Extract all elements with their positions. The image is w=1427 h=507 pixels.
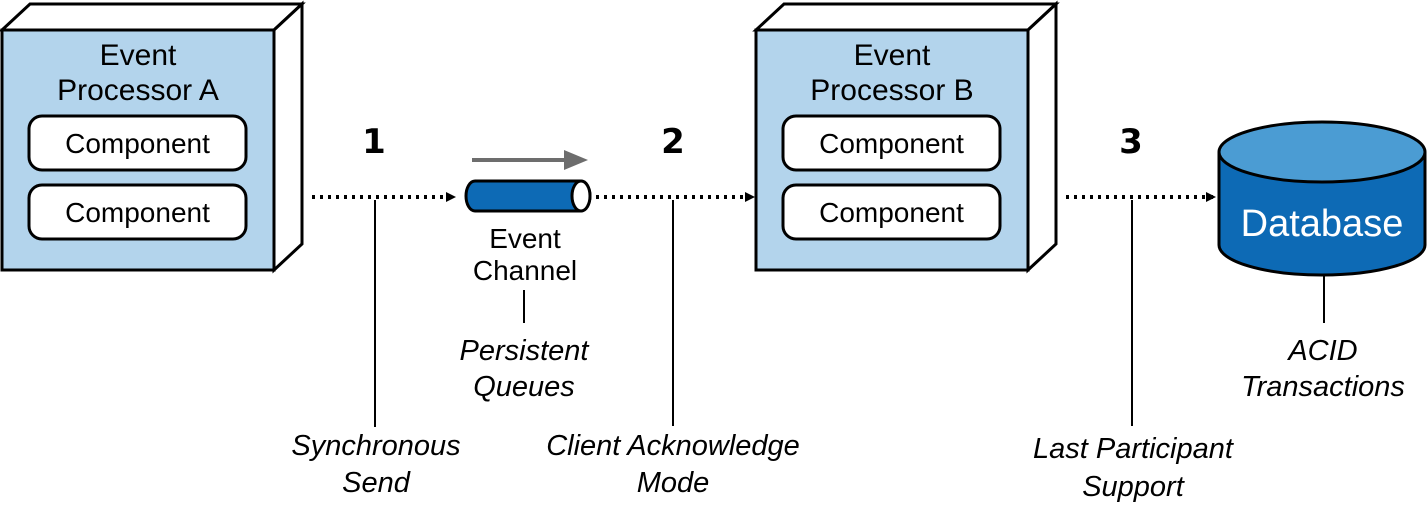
note-line: Synchronous [291, 430, 460, 462]
processor-a-component-2: Component [27, 183, 248, 241]
component-box [781, 114, 1002, 172]
database-label: Database [1241, 203, 1404, 245]
event-processor-a: Event Processor A Component Component [0, 0, 306, 274]
note-persistent-queues: Persistent Queues [460, 335, 591, 403]
component-box [27, 183, 248, 241]
processor-a-title-line2: Processor A [57, 74, 219, 107]
component-label: Component [819, 197, 964, 228]
note-synchronous-send: Synchronous Send [291, 430, 460, 499]
note-acid-transactions: ACID Transactions [1241, 335, 1405, 403]
event-processor-b: Event Processor B Component Component [752, 0, 1060, 274]
event-channel: Event Channel [464, 150, 592, 286]
pipe-icon [464, 179, 592, 213]
note-line: Transactions [1241, 371, 1405, 403]
channel-label-line2: Channel [473, 255, 577, 286]
cylinder-database-icon: Database [1217, 120, 1427, 277]
processor-a-component-1: Component [27, 114, 248, 172]
processor-b-side-face [1026, 0, 1058, 274]
processor-a-top-face [0, 2, 306, 32]
processor-a-title-line1: Event [100, 39, 177, 72]
step-number-2: 2 [661, 122, 685, 162]
step-number-3: 3 [1119, 122, 1143, 162]
note-line: Send [342, 467, 411, 499]
step-number-1: 1 [362, 122, 386, 162]
right-arrow-icon [472, 150, 588, 170]
note-line: ACID [1286, 335, 1357, 367]
processor-a-side-face [272, 0, 304, 274]
processor-b-title-line2: Processor B [810, 74, 973, 107]
note-line: Queues [473, 371, 575, 403]
processor-b-component-2: Component [781, 183, 1002, 241]
note-line: Last Participant [1033, 433, 1235, 465]
note-client-acknowledge-mode: Client Acknowledge Mode [546, 430, 800, 499]
processor-b-top-face [752, 2, 1060, 32]
note-line: Support [1082, 471, 1186, 503]
component-label: Component [65, 197, 210, 228]
note-line: Mode [637, 467, 710, 499]
processor-b-title-line1: Event [854, 39, 931, 72]
component-label: Component [65, 128, 210, 159]
component-label: Component [819, 128, 964, 159]
note-line: Client Acknowledge [546, 430, 800, 462]
processor-b-component-1: Component [781, 114, 1002, 172]
component-box [781, 183, 1002, 241]
component-box [27, 114, 248, 172]
note-line: Persistent [460, 335, 591, 367]
note-last-participant-support: Last Participant Support [1033, 433, 1235, 503]
channel-label-line1: Event [489, 223, 561, 254]
